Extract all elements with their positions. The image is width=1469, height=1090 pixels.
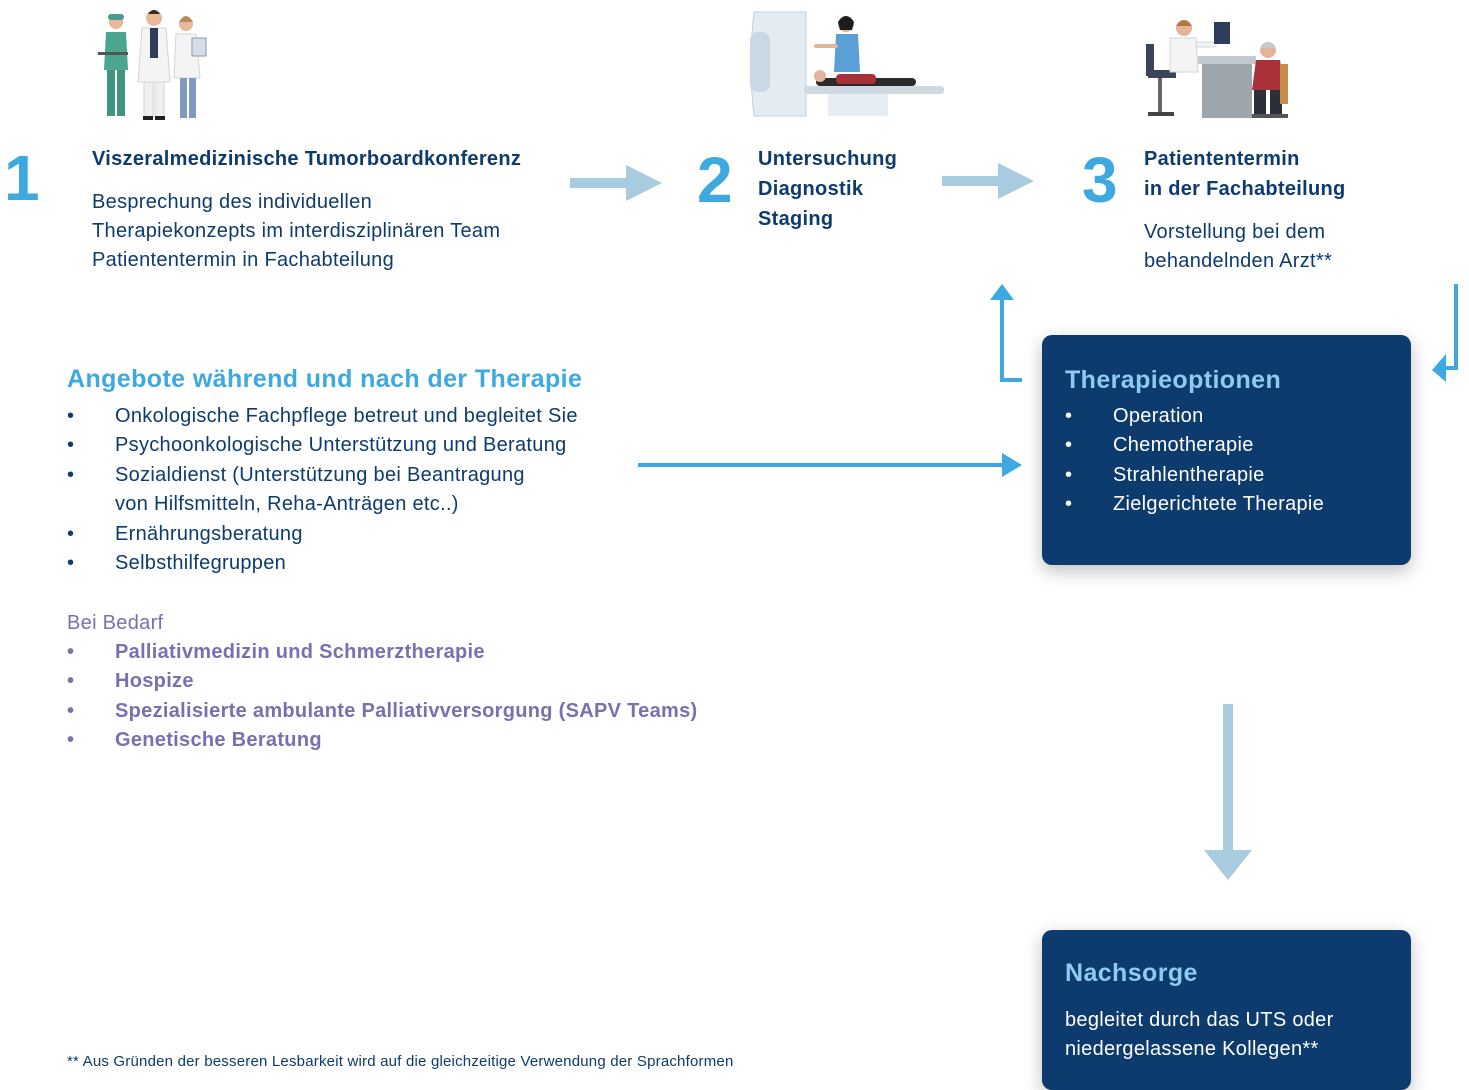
- offers-title: Angebote während und nach der Therapie: [67, 365, 583, 393]
- arrow-step1-to-step2: [570, 163, 664, 203]
- bullet-icon: •: [67, 729, 75, 752]
- need-item: • Spezialisierte ambulante Palliativverso…: [67, 697, 767, 726]
- bullet-icon: •: [67, 699, 75, 722]
- bullet-icon: •: [67, 641, 75, 663]
- need-item-text: Spezialisierte ambulante Palliativversor…: [115, 699, 698, 722]
- therapy-options-box: Therapieoptionen • Operation • Chemotherap…: [1042, 335, 1411, 565]
- step-2-line: Diagnostik: [758, 178, 864, 200]
- offer-item-text: Sozialdienst (Unterstützung bei Beantrag…: [115, 463, 525, 486]
- step-3-title-line: Patiententermin: [1144, 148, 1300, 170]
- step-1-line: Besprechung des individuellen: [92, 191, 372, 213]
- need-item: • Palliativmedizin und Schmerztherapie: [67, 638, 767, 667]
- therapy-option-text: Zielgerichtete Therapie: [1113, 493, 1325, 516]
- aftercare-line: begleitet durch das UTS oder: [1065, 1009, 1334, 1031]
- step-1-description: Besprechung des individuellen Therapieko…: [92, 188, 500, 275]
- mri-scanner-illustration: [748, 8, 948, 120]
- therapy-option: • Zielgerichtete Therapie: [1065, 490, 1324, 519]
- offer-item-text: Onkologische Fachpflege betreut und begl…: [115, 405, 578, 427]
- offer-item: • Psychoonkologische Unterstützung und Be…: [67, 431, 667, 460]
- bullet-icon: •: [1065, 493, 1073, 516]
- need-item-text: Genetische Beratung: [115, 729, 322, 752]
- step-3-line: behandelnden Arzt**: [1144, 250, 1333, 272]
- offer-item-text: Psychoonkologische Unterstützung und Ber…: [115, 434, 567, 457]
- offers-list: • Onkologische Fachpflege betreut und beg…: [67, 402, 667, 578]
- therapy-option-text: Operation: [1113, 405, 1204, 427]
- step-1-line: Patiententermin in Fachabteilung: [92, 249, 395, 271]
- step-3-title: Patiententermin in der Fachabteilung: [1144, 144, 1346, 204]
- therapy-options-title: Therapieoptionen: [1065, 366, 1282, 394]
- aftercare-line: niedergelassene Kollegen**: [1065, 1038, 1319, 1060]
- step-2-line: Untersuchung: [758, 148, 898, 170]
- step-1-line: Therapiekonzepts im interdisziplinären T…: [92, 220, 501, 242]
- therapy-option-text: Strahlentherapie: [1113, 463, 1265, 486]
- bullet-icon: •: [67, 552, 75, 575]
- bullet-icon: •: [67, 463, 75, 486]
- footnote: ** Aus Gründen der besseren Lesbarkeit w…: [67, 1053, 734, 1070]
- aftercare-description: begleitet durch das UTS oder niedergelas…: [1065, 1006, 1334, 1064]
- therapy-option: • Strahlentherapie: [1065, 461, 1324, 490]
- offer-item-text: Ernährungsberatung: [115, 522, 303, 545]
- bullet-icon: •: [67, 670, 75, 693]
- arrow-therapy-to-aftercare: [1202, 704, 1254, 882]
- doctor-consultation-illustration: [1140, 14, 1300, 122]
- therapy-option: • Chemotherapie: [1065, 431, 1324, 460]
- offer-item: • Sozialdienst (Unterstützung bei Beantra…: [67, 461, 667, 520]
- aftercare-box: Nachsorge begleitet durch das UTS oder n…: [1042, 930, 1411, 1090]
- step-3-title-line: in der Fachabteilung: [1144, 178, 1346, 200]
- step-3-description: Vorstellung bei dem behandelnden Arzt**: [1144, 218, 1332, 276]
- therapy-options-list: • Operation • Chemotherapie • Strahlenthera…: [1065, 402, 1324, 520]
- bullet-icon: •: [1065, 434, 1073, 457]
- step-1-number: 1: [4, 142, 40, 214]
- arrow-loop-up: [984, 282, 1028, 386]
- medical-team-illustration: [96, 8, 214, 124]
- offer-item: • Selbsthilfegruppen: [67, 549, 667, 578]
- step-2-line: Staging: [758, 208, 834, 230]
- bullet-icon: •: [1065, 463, 1073, 486]
- aftercare-title: Nachsorge: [1065, 959, 1198, 987]
- step-1-title: Viszeralmedizinische Tumorboardkonferenz: [92, 148, 522, 170]
- need-item-text: Palliativmedizin und Schmerztherapie: [115, 641, 485, 663]
- offer-item-text: Selbsthilfegruppen: [115, 552, 287, 575]
- bullet-icon: •: [67, 405, 75, 427]
- offer-item: • Ernährungsberatung: [67, 520, 667, 549]
- bullet-icon: •: [67, 522, 75, 545]
- step-3-line: Vorstellung bei dem: [1144, 221, 1326, 243]
- need-item: • Hospize: [67, 667, 767, 696]
- offer-item: • Onkologische Fachpflege betreut und beg…: [67, 402, 667, 431]
- arrow-loop-down: [1428, 282, 1468, 386]
- arrow-step2-to-step3: [942, 161, 1036, 201]
- therapy-option-text: Chemotherapie: [1113, 434, 1254, 457]
- need-label: Bei Bedarf: [67, 612, 164, 634]
- step-2-labels: Untersuchung Diagnostik Staging: [758, 144, 897, 234]
- need-list: • Palliativmedizin und Schmerztherapie • H…: [67, 638, 767, 756]
- step-2-number: 2: [697, 144, 733, 216]
- bullet-icon: •: [67, 434, 75, 457]
- need-item: • Genetische Beratung: [67, 726, 767, 755]
- need-item-text: Hospize: [115, 670, 194, 693]
- therapy-option: • Operation: [1065, 402, 1324, 431]
- offer-item-text: von Hilfsmitteln, Reha-Anträgen etc..): [115, 493, 459, 516]
- arrow-offers-to-therapy: [638, 450, 1024, 480]
- step-3-number: 3: [1082, 144, 1118, 216]
- bullet-icon: •: [1065, 405, 1073, 427]
